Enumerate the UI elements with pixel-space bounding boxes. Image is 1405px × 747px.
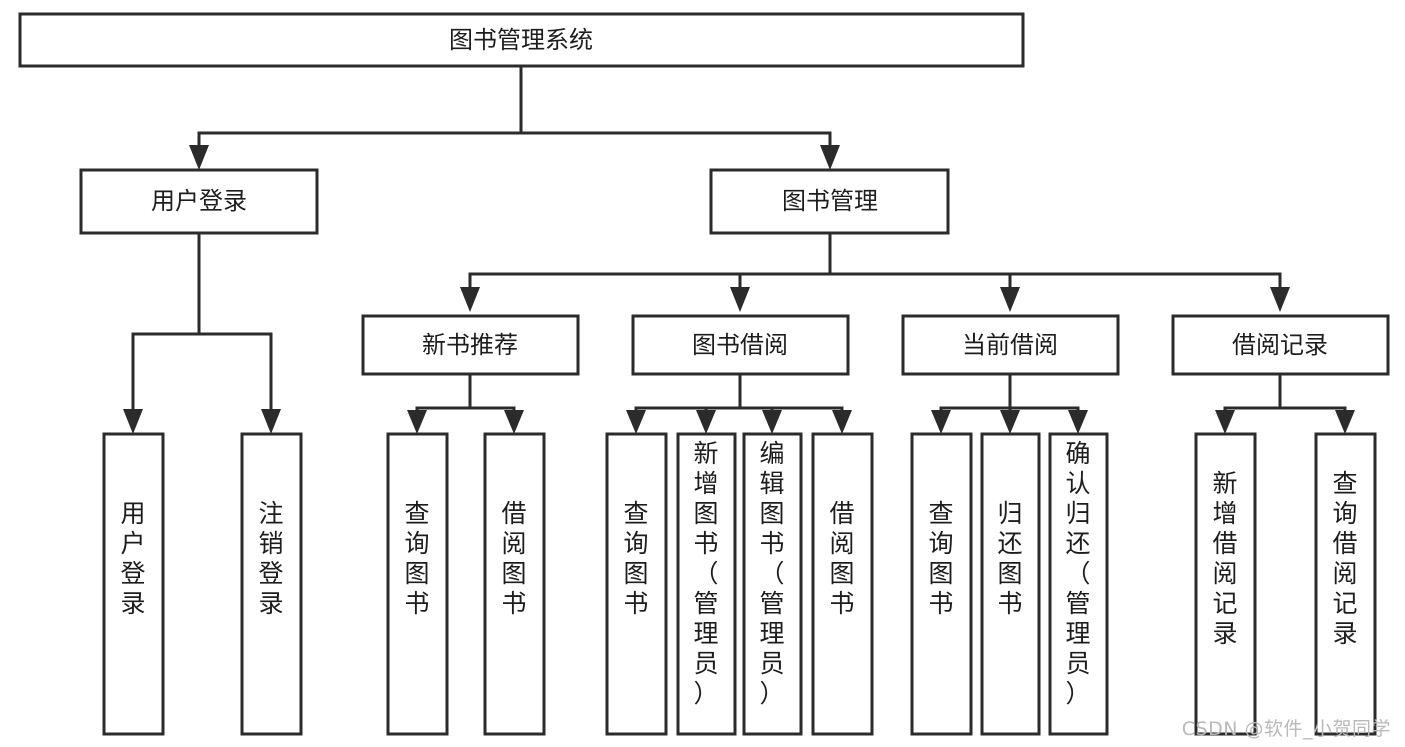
edge-group-newbook <box>407 372 524 434</box>
node-leaf-newbook-2[interactable]: 借阅图书 <box>483 432 546 736</box>
node-leaf-current-1-box[interactable] <box>910 432 973 736</box>
edge-group-login <box>123 231 281 434</box>
edge-group-current <box>931 372 1088 434</box>
node-leaf-borrow-2-box[interactable] <box>676 432 737 736</box>
node-borrow-label: 图书借阅 <box>692 331 788 359</box>
arrowhead-leaf-current-2 <box>1000 410 1020 434</box>
arrowhead-leaf-newbook-1 <box>407 410 427 434</box>
node-leaf-login-2-box[interactable] <box>240 432 303 736</box>
node-newbook[interactable]: 新书推荐 <box>361 314 580 376</box>
node-leaf-borrow-4[interactable]: 借阅图书 <box>811 432 874 736</box>
edge-group-record <box>1215 372 1355 434</box>
node-leaf-current-2-box[interactable] <box>980 432 1041 736</box>
node-borrow[interactable]: 图书借阅 <box>631 314 850 376</box>
node-leaf-record-2-box[interactable] <box>1314 432 1377 736</box>
edge-group-bookmgmt <box>460 231 1290 312</box>
node-leaf-borrow-2[interactable]: 新增图书（管理员） <box>676 432 737 736</box>
arrowhead-leaf-login-1 <box>123 409 143 434</box>
node-current-label: 当前借阅 <box>962 331 1058 359</box>
node-leaf-borrow-4-box[interactable] <box>811 432 874 736</box>
node-leaf-current-3-label: 确认归还（管理员） <box>1065 439 1090 708</box>
node-leaf-newbook-1-label: 查询图书 <box>404 499 429 618</box>
node-leaf-login-2-label: 注销登录 <box>258 499 283 618</box>
node-leaf-login-2[interactable]: 注销登录 <box>240 432 303 736</box>
node-leaf-borrow-3-box[interactable] <box>742 432 803 736</box>
node-leaf-record-2-label: 查询借阅记录 <box>1332 469 1357 648</box>
node-leaf-borrow-1-box[interactable] <box>605 432 668 736</box>
arrowhead-leaf-borrow-2 <box>696 410 716 434</box>
node-leaf-login-1[interactable]: 用户登录 <box>102 432 165 736</box>
arrowhead-borrow <box>730 287 750 312</box>
arrowhead-current <box>1000 287 1020 312</box>
arrowhead-leaf-borrow-1 <box>626 410 646 434</box>
node-leaf-current-3-box[interactable] <box>1048 432 1109 736</box>
arrowhead-leaf-current-1 <box>931 410 951 434</box>
node-bookmgmt-box[interactable] <box>709 168 950 235</box>
node-root-box[interactable] <box>18 12 1025 68</box>
node-leaf-login-1-box[interactable] <box>102 432 165 736</box>
node-leaf-current-1-label: 查询图书 <box>928 499 953 618</box>
node-leaf-borrow-3-label: 编辑图书（管理员） <box>759 439 784 708</box>
node-leaf-record-1-box[interactable] <box>1194 432 1257 736</box>
node-record-label: 借阅记录 <box>1232 331 1328 359</box>
node-leaf-current-2-label: 归还图书 <box>997 499 1022 618</box>
csdn-watermark: CSDN @软件_小贺同学 <box>1181 718 1391 740</box>
node-leaf-newbook-2-label: 借阅图书 <box>501 499 526 618</box>
node-root[interactable]: 图书管理系统 <box>18 12 1025 68</box>
edge-group-borrow <box>626 372 852 434</box>
node-leaf-newbook-1[interactable]: 查询图书 <box>386 432 449 736</box>
node-leaf-newbook-2-box[interactable] <box>483 432 546 736</box>
node-leaf-current-1[interactable]: 查询图书 <box>910 432 973 736</box>
node-bookmgmt[interactable]: 图书管理 <box>709 168 950 235</box>
node-leaf-record-1-label: 新增借阅记录 <box>1212 469 1237 648</box>
node-login-label: 用户登录 <box>151 187 247 215</box>
node-leaf-newbook-1-box[interactable] <box>386 432 449 736</box>
node-root-label: 图书管理系统 <box>449 26 593 54</box>
node-leaf-current-2[interactable]: 归还图书 <box>980 432 1041 736</box>
arrowhead-leaf-borrow-4 <box>832 410 852 434</box>
node-leaf-record-2[interactable]: 查询借阅记录 <box>1314 432 1377 736</box>
node-login-box[interactable] <box>79 168 319 235</box>
node-current[interactable]: 当前借阅 <box>901 314 1120 376</box>
node-leaf-borrow-4-label: 借阅图书 <box>829 499 854 618</box>
node-login[interactable]: 用户登录 <box>79 168 319 235</box>
arrowhead-newbook <box>460 287 480 312</box>
node-leaf-borrow-2-label: 新增图书（管理员） <box>693 439 718 708</box>
arrowhead-leaf-current-3 <box>1068 410 1088 434</box>
node-leaf-login-1-label: 用户登录 <box>120 499 145 618</box>
arrowhead-leaf-login-2 <box>261 409 281 434</box>
edge-group-root <box>189 64 840 170</box>
arrowhead-bookmgmt <box>820 145 840 170</box>
arrowhead-leaf-record-2 <box>1335 410 1355 434</box>
node-leaf-borrow-1[interactable]: 查询图书 <box>605 432 668 736</box>
arrowhead-leaf-newbook-2 <box>504 410 524 434</box>
arrowhead-leaf-record-1 <box>1215 410 1235 434</box>
node-leaf-current-3[interactable]: 确认归还（管理员） <box>1048 432 1109 736</box>
node-leaf-record-1[interactable]: 新增借阅记录 <box>1194 432 1257 736</box>
node-borrow-box[interactable] <box>631 314 850 376</box>
node-newbook-label: 新书推荐 <box>422 331 518 359</box>
node-record-box[interactable] <box>1171 314 1390 376</box>
arrowhead-leaf-borrow-3 <box>762 410 782 434</box>
node-leaf-borrow-1-label: 查询图书 <box>623 499 648 618</box>
arrowhead-login <box>189 145 209 170</box>
node-bookmgmt-label: 图书管理 <box>782 187 878 215</box>
node-newbook-box[interactable] <box>361 314 580 376</box>
node-leaf-borrow-3[interactable]: 编辑图书（管理员） <box>742 432 803 736</box>
node-record[interactable]: 借阅记录 <box>1171 314 1390 376</box>
arrowhead-record <box>1270 287 1290 312</box>
node-current-box[interactable] <box>901 314 1120 376</box>
